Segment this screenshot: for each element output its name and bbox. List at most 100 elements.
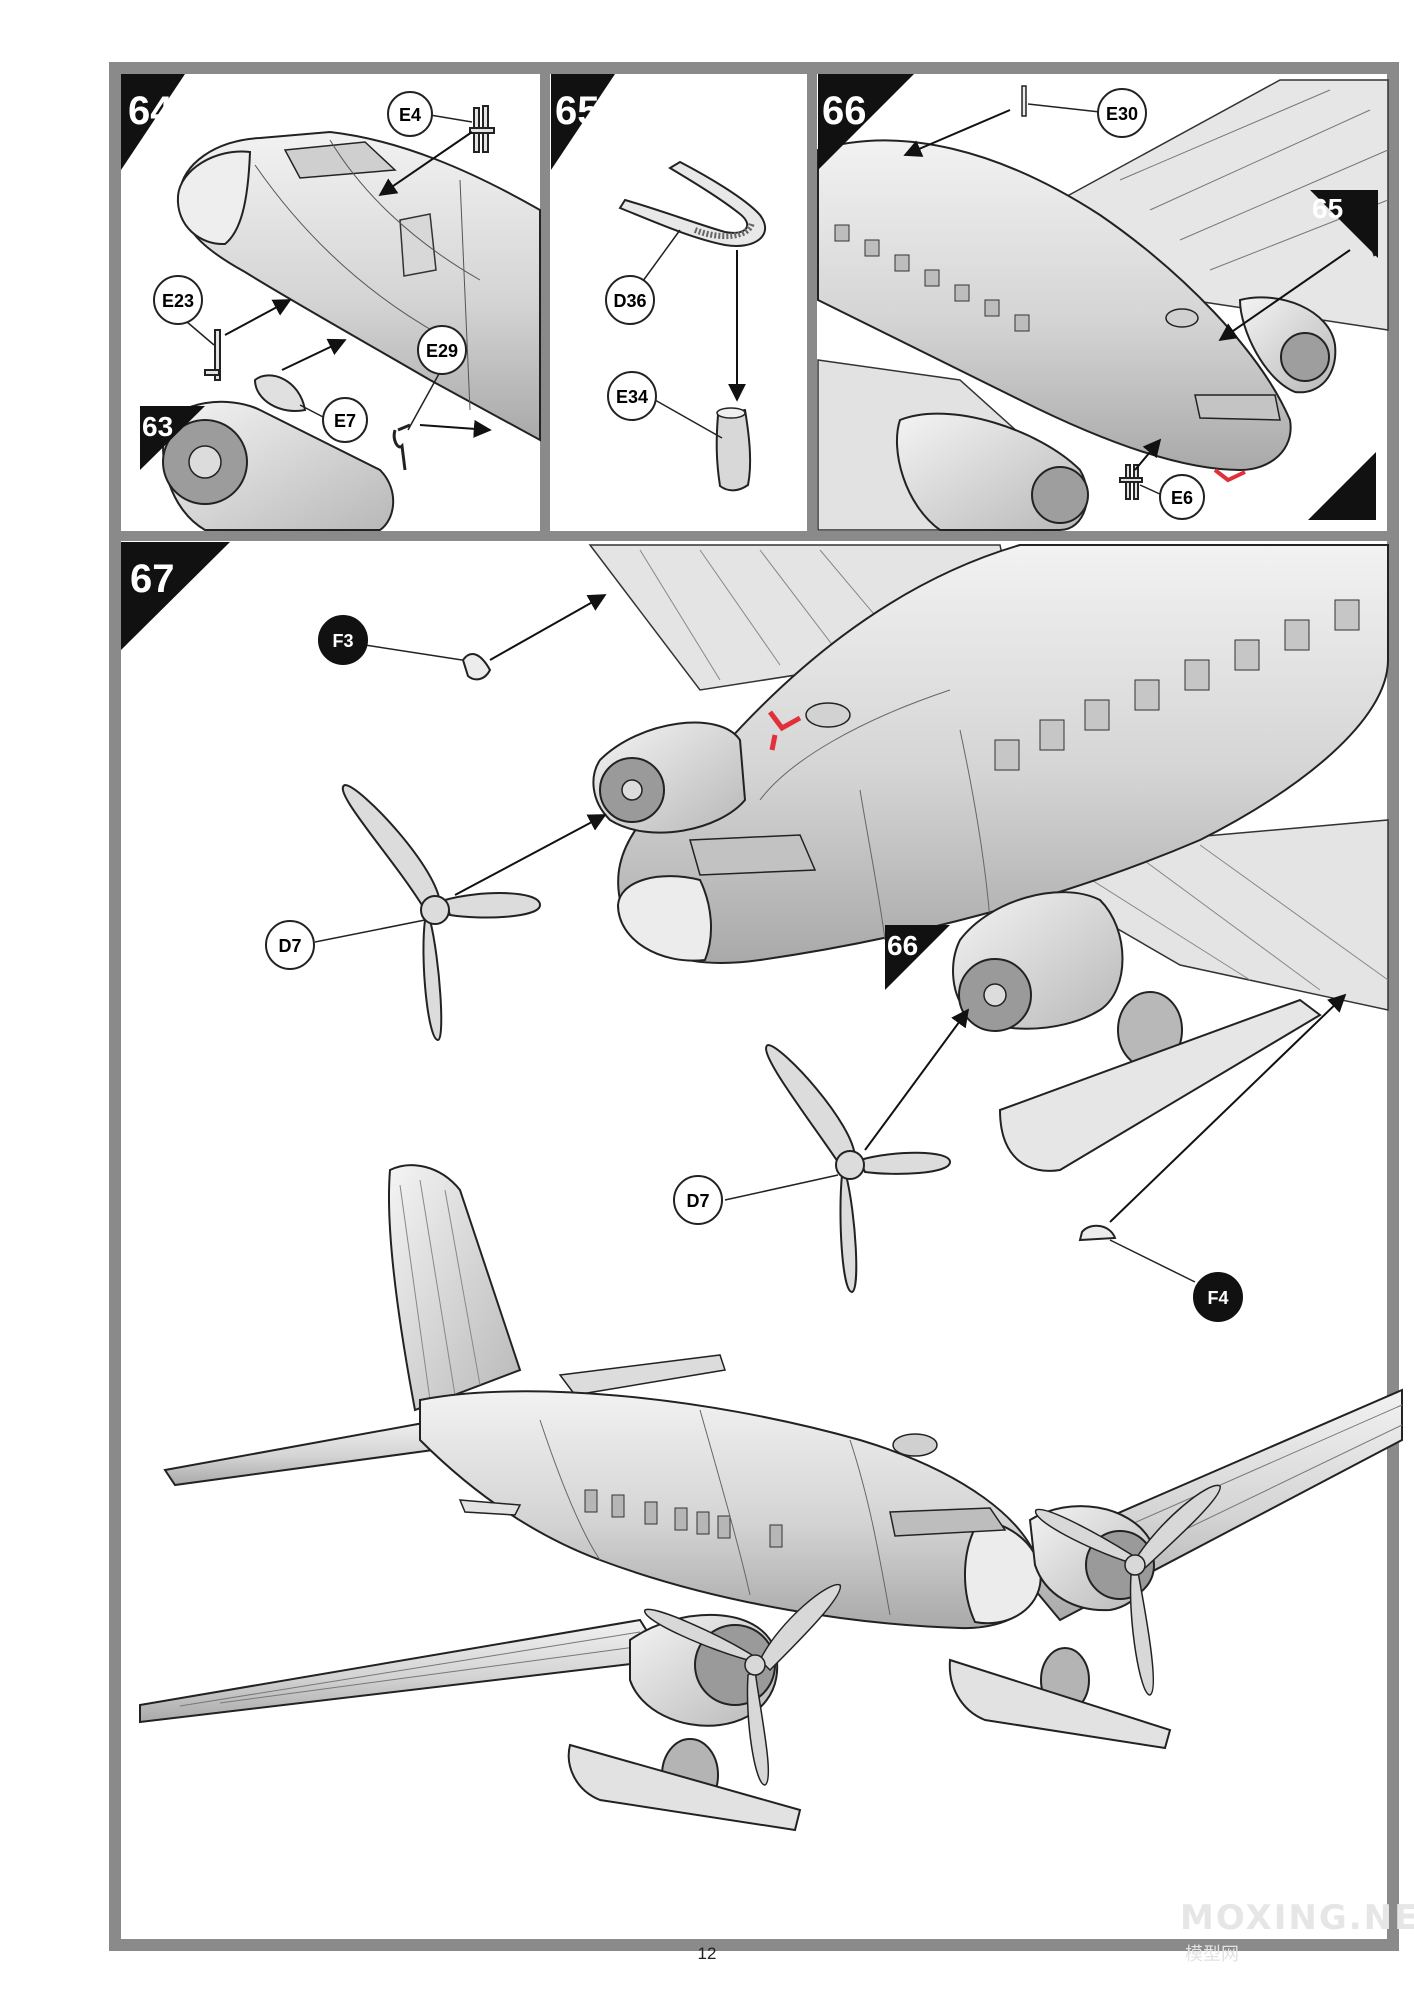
step-66-engine-right-face xyxy=(1280,332,1330,382)
part-E29-shape xyxy=(392,423,411,471)
arrow-E30 xyxy=(903,109,1011,157)
leader-E30 xyxy=(1027,103,1101,113)
completed-fuselage-lines xyxy=(539,1409,891,1616)
callout-F4: F4 xyxy=(1193,1272,1243,1322)
leader-F3 xyxy=(364,644,463,661)
step-number-66: 66 xyxy=(822,89,867,133)
svg-text:66: 66 xyxy=(887,930,918,961)
completed-windows xyxy=(584,1489,783,1548)
step-66-astrodome xyxy=(1165,308,1199,328)
svg-text:E7: E7 xyxy=(334,411,356,431)
watermark-sub: 模型网 xyxy=(1185,1944,1239,1965)
step-67-engine-lower-right-hub xyxy=(983,983,1007,1007)
step-67-upper-wing-left-ribs xyxy=(639,549,901,681)
step-ref-63: 63 xyxy=(140,406,205,470)
step-badge-65: 65 xyxy=(551,74,615,170)
part-D36-shape xyxy=(618,160,767,247)
callout-E7: E7 xyxy=(322,397,368,443)
part-E23-shape xyxy=(204,329,221,381)
svg-text:63: 63 xyxy=(142,411,173,442)
completed-astrodome xyxy=(892,1433,938,1457)
completed-ski-left xyxy=(567,1743,802,1832)
svg-text:F3: F3 xyxy=(332,631,353,651)
svg-text:D36: D36 xyxy=(613,291,646,311)
arrow-65-ref xyxy=(1218,249,1351,342)
leader-E7 xyxy=(299,404,326,419)
svg-text:D7: D7 xyxy=(686,1191,709,1211)
part-F4-shape xyxy=(1078,1224,1117,1242)
outer-frame xyxy=(109,62,1399,1951)
svg-text:E29: E29 xyxy=(426,341,458,361)
completed-fin-lines xyxy=(399,1179,481,1401)
step-64-door xyxy=(399,213,437,277)
step-64-cockpit xyxy=(283,141,397,179)
part-D7-upper-shape xyxy=(341,783,542,1042)
step-66-fuselage xyxy=(817,139,1292,472)
step-67-upper-windows xyxy=(994,599,1360,771)
part-E34-top xyxy=(716,407,746,419)
step-number-67: 67 xyxy=(130,557,175,601)
step-64-engine-hub xyxy=(188,445,222,479)
leader-D7-lower xyxy=(724,1174,839,1201)
step-64-panel xyxy=(162,105,541,531)
step-badge-66: 66 xyxy=(818,74,914,170)
completed-cockpit xyxy=(889,1507,1007,1537)
svg-text:64: 64 xyxy=(1306,455,1338,486)
part-E30-shape xyxy=(1021,85,1027,117)
arrow-D7-lower xyxy=(864,1008,970,1151)
part-E7-shape xyxy=(253,374,307,412)
callout-E23: E23 xyxy=(153,275,203,325)
svg-text:E34: E34 xyxy=(616,387,648,407)
part-D36-inner xyxy=(693,221,755,240)
step-67-upper-cockpit xyxy=(689,834,817,876)
watermark: MOXING.NET xyxy=(1180,1898,1414,1938)
leader-D7-upper xyxy=(314,919,426,943)
arrow-E29 xyxy=(419,419,492,438)
step-66-wing-ribs xyxy=(1119,89,1389,271)
step-67-astrodome xyxy=(805,702,851,728)
step-66-panel xyxy=(817,79,1389,531)
callout-E30: E30 xyxy=(1097,88,1147,138)
arrow-E7 xyxy=(281,338,347,371)
callout-E6: E6 xyxy=(1159,474,1205,520)
step-66-engine-left-face xyxy=(1031,466,1089,524)
step-66-cockpit xyxy=(1194,394,1281,421)
callout-E29: E29 xyxy=(417,325,467,375)
completed-prop-left xyxy=(644,1583,841,1786)
step-67-red-part xyxy=(768,710,802,751)
part-E6-shape xyxy=(1119,464,1143,500)
svg-text:E4: E4 xyxy=(399,105,421,125)
completed-fin xyxy=(388,1164,522,1412)
step-64-panel-lines xyxy=(254,139,481,411)
part-E34-shape xyxy=(715,408,752,492)
completed-tailplane-right xyxy=(558,1354,726,1396)
step-ref-66: 66 xyxy=(885,925,950,990)
completed-left-wing-lines xyxy=(179,1631,651,1707)
step-ref-65: 65 xyxy=(1310,190,1378,258)
page-number: 12 xyxy=(697,1944,717,1963)
arrow-E4 xyxy=(378,131,473,197)
arrow-D7-upper xyxy=(454,814,607,896)
leader-D36 xyxy=(639,229,681,286)
arrow-F3 xyxy=(489,594,607,661)
arrow-E23 xyxy=(224,299,292,336)
step-67-panel xyxy=(139,544,1403,1832)
callout-F3: F3 xyxy=(318,615,368,665)
completed-ski-tail xyxy=(458,1499,522,1516)
callout-D7-lower: D7 xyxy=(673,1175,723,1225)
step-65-panel xyxy=(618,160,767,492)
svg-text:F4: F4 xyxy=(1207,1288,1228,1308)
completed-ski-right xyxy=(948,1658,1172,1750)
svg-text:E30: E30 xyxy=(1106,104,1138,124)
leader-E34 xyxy=(654,399,723,439)
step-67-engine-upper-left-hub xyxy=(621,779,643,801)
arrow-E6 xyxy=(1134,438,1162,471)
step-ref-64: 64 xyxy=(1306,452,1376,520)
leader-E4 xyxy=(429,114,473,123)
leader-F4 xyxy=(1109,1239,1196,1283)
leader-E29 xyxy=(407,371,441,431)
svg-text:65: 65 xyxy=(1312,193,1343,224)
part-D7-lower-shape xyxy=(765,1043,952,1294)
completed-left-wing xyxy=(139,1618,667,1724)
step-number-65: 65 xyxy=(555,89,600,133)
